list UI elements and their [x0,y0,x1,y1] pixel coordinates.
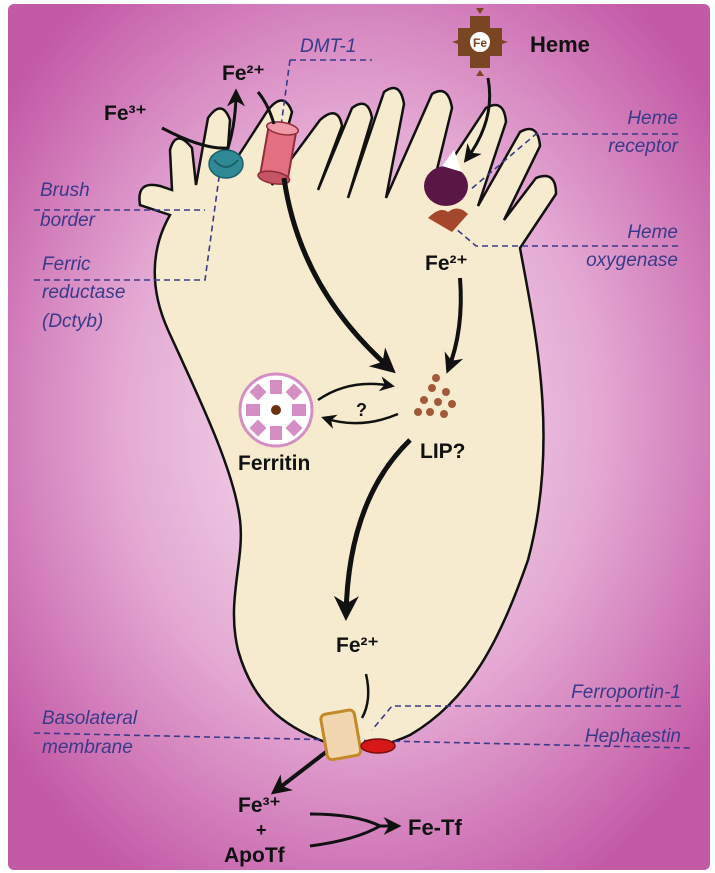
ferric-reductase-annotation-line2: reductase [42,282,125,303]
hephaestin-annotation: Hephaestin [585,726,681,747]
fe2-heme-label: Fe²⁺ [425,252,468,275]
heme-core-label: Fe [473,36,487,50]
hephaestin-icon [361,739,395,753]
basolateral-annotation-line1: Basolateral [42,708,138,729]
ferric-reductase-icon [209,150,243,178]
heme-label: Heme [530,32,590,57]
heme-receptor-icon [424,166,468,206]
ferritin-core [271,405,281,415]
heme-oxygenase-annotation-line2: oxygenase [586,250,678,271]
fe-tf-label: Fe-Tf [408,815,462,840]
ferroportin-icon [320,709,361,760]
ferroportin-annotation: Ferroportin-1 [571,682,681,703]
fe3-top-label: Fe³⁺ [104,102,147,125]
fe2-basal-label: Fe²⁺ [336,634,379,657]
apotf-label: ApoTf [224,844,286,867]
lip-label: LIP? [420,440,466,463]
heme-receptor-annotation-line1: Heme [627,108,678,129]
heme-receptor-annotation-line2: receptor [608,136,678,157]
brush-border-annotation-line1: Brush [40,180,90,201]
fe3-bottom-label: Fe³⁺ [238,794,281,817]
question-mark: ? [356,400,367,420]
brush-border-annotation-line2: border [40,210,96,231]
ferric-reductase-annotation-line1: Ferric [42,254,91,275]
fe2-top-label: Fe²⁺ [222,62,265,85]
basolateral-annotation-line2: membrane [42,737,133,758]
ferric-reductase-annotation-line3: (Dctyb) [42,311,103,332]
dmt1-annotation: DMT-1 [300,36,356,57]
plus-label: + [256,820,267,840]
ferritin-icon [240,374,312,446]
ferritin-label: Ferritin [238,452,310,475]
heme-oxygenase-annotation-line1: Heme [627,222,678,243]
